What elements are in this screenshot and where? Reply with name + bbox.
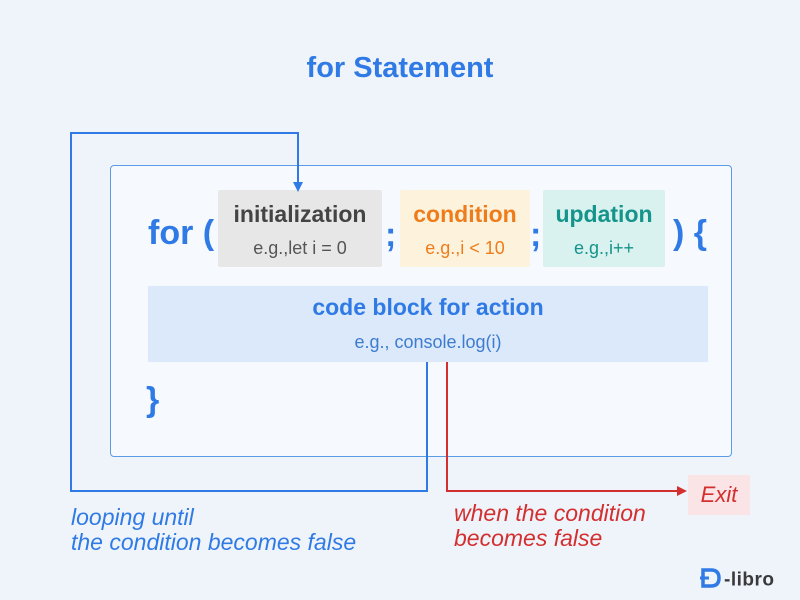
- code-block-example: e.g., console.log(i): [354, 332, 502, 352]
- close-paren-brace: ) {: [673, 214, 707, 252]
- brand-name: -libro: [724, 569, 775, 591]
- updation-example: e.g.,i++: [573, 238, 635, 258]
- for-keyword: for (: [148, 214, 215, 252]
- semicolon-1: ;: [385, 216, 397, 254]
- loop-note-line-1: looping until: [71, 504, 194, 530]
- condition-label: condition: [413, 201, 517, 227]
- exit-note: when the condition becomes false: [454, 501, 646, 551]
- closing-brace: }: [146, 381, 160, 419]
- loop-note: looping until the condition becomes fals…: [71, 505, 356, 555]
- exit-note-line-1: when the condition: [454, 500, 646, 526]
- code-block-label: code block for action: [312, 294, 544, 320]
- code-block-box: code block for action e.g., console.log(…: [148, 286, 708, 362]
- d-libro-logo-icon: [700, 568, 722, 593]
- loop-arrow: [70, 132, 428, 492]
- exit-note-line-2: becomes false: [454, 525, 603, 551]
- initialization-example: e.g.,let i = 0: [253, 238, 347, 258]
- diagram-title: for Statement: [306, 52, 494, 84]
- brand-logo: -libro: [700, 568, 775, 593]
- exit-arrow: [446, 362, 687, 496]
- condition-example: e.g.,i < 10: [425, 238, 505, 258]
- semicolon-2: ;: [530, 216, 542, 254]
- initialization-label: initialization: [233, 201, 367, 227]
- loop-note-line-2: the condition becomes false: [71, 529, 357, 555]
- initialization-box: initialization e.g.,let i = 0: [218, 190, 382, 267]
- condition-box: condition e.g.,i < 10: [400, 190, 530, 267]
- exit-label: Exit: [688, 475, 750, 515]
- updation-box: updation e.g.,i++: [543, 190, 665, 267]
- updation-label: updation: [555, 201, 653, 227]
